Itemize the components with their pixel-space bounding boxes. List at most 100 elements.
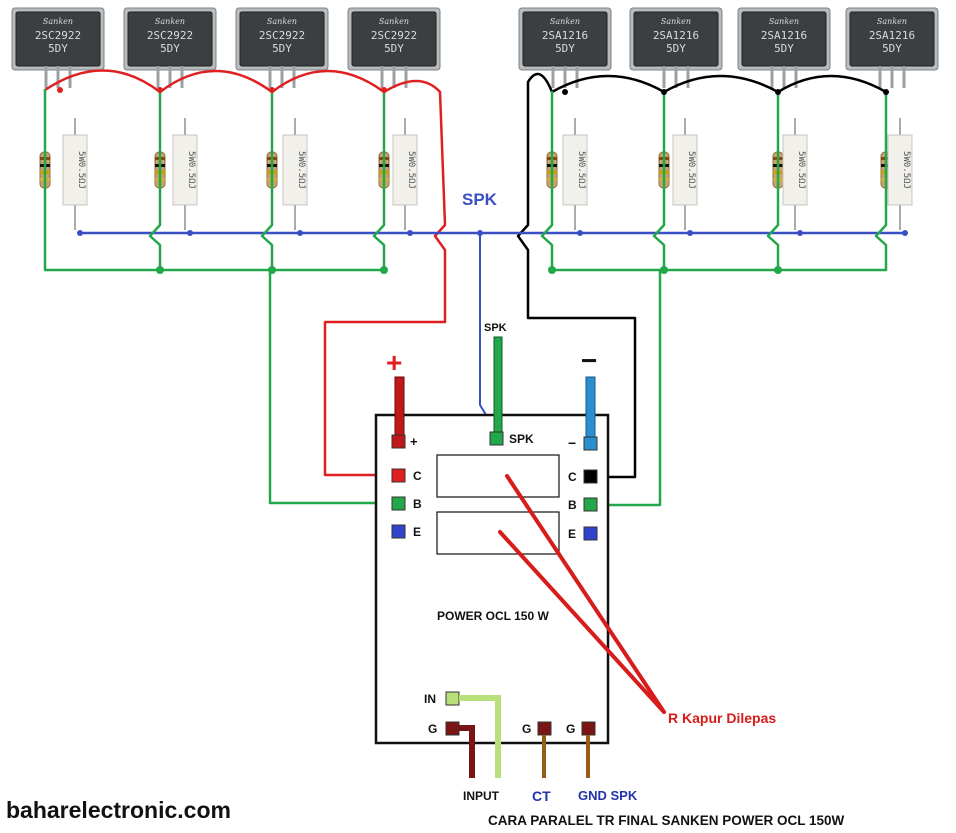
annotation-arrows xyxy=(498,474,666,714)
ceramic-resistor-8: 5W0.5ΩJ xyxy=(887,118,913,230)
transistor-brand: Sanken xyxy=(379,17,409,26)
pad-emitter-right-label: E xyxy=(568,527,576,541)
input-label: INPUT xyxy=(463,789,500,803)
ceramic-resistor-icon xyxy=(62,134,88,206)
ceramic-resistor-1: 5W0.5ΩJ xyxy=(62,118,88,230)
pad-input-label: IN xyxy=(424,692,436,706)
ceramic-resistor-icon xyxy=(282,134,308,206)
base-wire-left xyxy=(43,88,394,505)
ceramic-resistor-marking: 5W0.5ΩJ xyxy=(186,151,196,189)
transistor-part: 2SA1216 xyxy=(761,29,807,42)
pad-ground-ct xyxy=(537,721,552,736)
transistor-part: 2SA1216 xyxy=(653,29,699,42)
pad-collector-right-label: C xyxy=(568,470,577,484)
pad-base-left xyxy=(391,496,406,511)
negative-symbol: − xyxy=(581,345,597,376)
transistor-brand: Sanken xyxy=(769,17,799,26)
transistor-code: 5DY xyxy=(384,42,404,55)
wiring xyxy=(43,69,908,507)
annotation-text: R Kapur Dilepas xyxy=(668,710,776,726)
ceramic-resistor-marking: 5W0.5ΩJ xyxy=(76,151,86,189)
pad-base-left-label: B xyxy=(413,497,422,511)
ceramic-resistor-4: 5W0.5ΩJ xyxy=(392,118,418,230)
ceramic-resistor-2: 5W0.5ΩJ xyxy=(172,118,198,230)
pad-spk-label: SPK xyxy=(509,432,534,446)
transistor-code: 5DY xyxy=(48,42,68,55)
pad-spk xyxy=(489,431,504,446)
transistor-code: 5DY xyxy=(882,42,902,55)
pad-minus xyxy=(583,436,598,451)
ceramic-resistor-icon xyxy=(887,134,913,206)
base-wire-right xyxy=(540,90,888,507)
ceramic-resistor-icon xyxy=(172,134,198,206)
transistor-code: 5DY xyxy=(555,42,575,55)
transistor-brand: Sanken xyxy=(877,17,907,26)
collector-wire-negative xyxy=(516,72,888,479)
input-ground-wire xyxy=(459,725,475,778)
ceramic-resistor-marking: 5W0.5ΩJ xyxy=(686,151,696,189)
resistor-row: 5W0.5ΩJ 5W0.5ΩJ 5W0.5ΩJ 5W0.5ΩJ 5W0.5ΩJ 5W0.5… xyxy=(39,118,913,230)
pad-input xyxy=(445,691,460,706)
ceramic-resistor-3: 5W0.5ΩJ xyxy=(282,118,308,230)
positive-supply-leg xyxy=(394,376,405,438)
spk-wire-label: SPK xyxy=(484,322,507,334)
pad-ground-input-label: G xyxy=(428,722,437,736)
transistor-part: 2SC2922 xyxy=(371,29,417,42)
pad-ground-input xyxy=(445,721,460,736)
transistor-row: Sanken2SC29225DYSanken2SC29225DYSanken2S… xyxy=(11,7,939,88)
ct-label: CT xyxy=(532,788,551,804)
ceramic-resistor-marking: 5W0.5ΩJ xyxy=(901,151,911,189)
pad-collector-right xyxy=(583,469,598,484)
ceramic-resistor-icon xyxy=(562,134,588,206)
pad-emitter-right xyxy=(583,526,598,541)
transistor-part: 2SA1216 xyxy=(542,29,588,42)
negative-supply-leg xyxy=(585,376,596,438)
positive-symbol: + xyxy=(386,347,402,378)
website-label: baharelectronic.com xyxy=(6,797,231,823)
amplifier-board xyxy=(374,413,610,745)
ceramic-resistor-icon xyxy=(782,134,808,206)
pad-ground-ct-label: G xyxy=(522,722,531,736)
transistor-code: 5DY xyxy=(666,42,686,55)
ceramic-resistor-7: 5W0.5ΩJ xyxy=(782,118,808,230)
pad-collector-left xyxy=(391,468,406,483)
transistor-part: 2SC2922 xyxy=(147,29,193,42)
pad-plus-label: + xyxy=(410,434,418,449)
transistor-code: 5DY xyxy=(774,42,794,55)
pad-ground-spk-label: G xyxy=(566,722,575,736)
collector-wire-positive xyxy=(43,69,447,477)
ceramic-resistor-marking: 5W0.5ΩJ xyxy=(576,151,586,189)
ceramic-resistor-marking: 5W0.5ΩJ xyxy=(296,151,306,189)
ceramic-resistor-marking: 5W0.5ΩJ xyxy=(406,151,416,189)
transistor-part: 2SC2922 xyxy=(259,29,305,42)
transistor-brand: Sanken xyxy=(267,17,297,26)
junction-dots xyxy=(156,266,782,274)
transistor-brand: Sanken xyxy=(550,17,580,26)
transistor-part: 2SA1216 xyxy=(869,29,915,42)
ceramic-resistor-icon xyxy=(672,134,698,206)
pad-minus-label: − xyxy=(568,435,576,451)
pad-ground-spk xyxy=(581,721,596,736)
transistor-code: 5DY xyxy=(160,42,180,55)
transistor-part: 2SC2922 xyxy=(35,29,81,42)
pad-emitter-left xyxy=(391,524,406,539)
gnd-spk-label: GND SPK xyxy=(578,788,638,803)
spk-output-leg xyxy=(493,336,503,434)
removed-resistor-lower xyxy=(436,511,560,555)
pad-base-right-label: B xyxy=(568,498,577,512)
transistor-brand: Sanken xyxy=(155,17,185,26)
footer-title: CARA PARALEL TR FINAL SANKEN POWER OCL 1… xyxy=(488,813,845,828)
board-title: POWER OCL 150 W xyxy=(437,609,549,623)
spk-top-label: SPK xyxy=(462,190,498,209)
ceramic-resistor-marking: 5W0.5ΩJ xyxy=(796,151,806,189)
pad-plus xyxy=(391,434,406,449)
